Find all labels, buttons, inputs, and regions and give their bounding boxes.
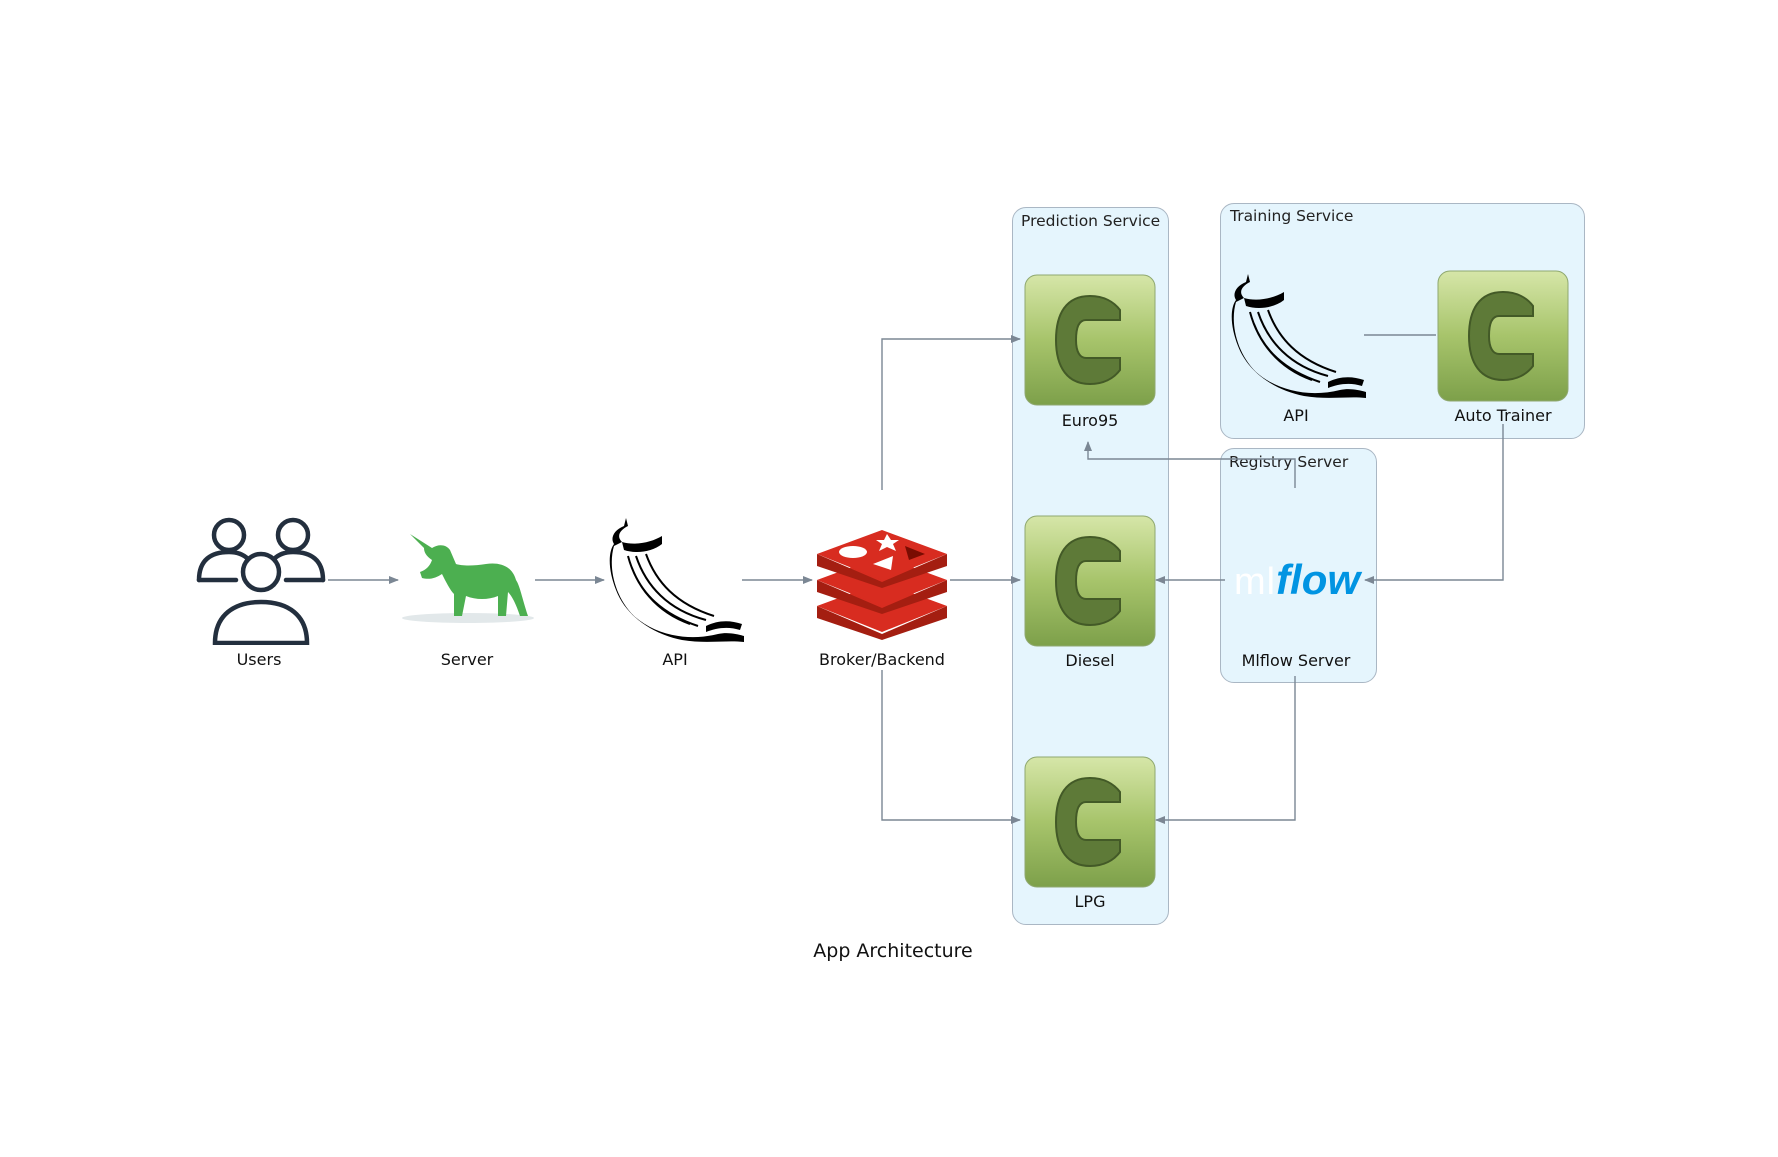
- redis-icon: [817, 530, 947, 640]
- euro95-label: Euro95: [1061, 411, 1119, 430]
- training-api-label: API: [1283, 406, 1309, 425]
- celery-icon-lpg: [1024, 756, 1156, 888]
- celery-icon-diesel: [1024, 515, 1156, 647]
- mlflow-logo-flow: flow: [1276, 556, 1361, 603]
- edge-broker-lpg: [881, 670, 1021, 824]
- edge-broker-euro95: [881, 335, 1021, 490]
- mlflow-server-label: Mlflow Server: [1241, 651, 1351, 670]
- edge-mlflow-lpg: [1155, 676, 1296, 824]
- flask-horn-icon-training: [1231, 274, 1366, 398]
- cluster-label: Training Service: [1230, 207, 1354, 225]
- lpg-label: LPG: [1074, 892, 1106, 911]
- mlflow-logo: mlflow: [1226, 548, 1368, 612]
- edge-mlflow-euro95: [1084, 441, 1296, 488]
- mlflow-logo-ml: ml: [1233, 561, 1277, 603]
- diesel-label: Diesel: [1065, 651, 1115, 670]
- cluster-registry-server: Registry Server: [1220, 448, 1377, 683]
- edge-autotrainer-mlflow: [1364, 424, 1504, 584]
- flask-horn-icon: [609, 518, 744, 642]
- api-label: API: [662, 650, 688, 669]
- users-icon: [196, 517, 326, 645]
- broker-label: Broker/Backend: [819, 650, 945, 669]
- diagram-caption: App Architecture: [813, 940, 973, 962]
- server-label: Server: [440, 650, 494, 669]
- celery-icon-euro95: [1024, 274, 1156, 406]
- cluster-label: Prediction Service: [1021, 212, 1161, 230]
- users-label: Users: [236, 650, 282, 669]
- auto-trainer-label: Auto Trainer: [1454, 406, 1552, 425]
- celery-icon-auto-trainer: [1437, 270, 1569, 402]
- gunicorn-unicorn-icon: [402, 534, 534, 623]
- cluster-label: Registry Server: [1229, 453, 1349, 471]
